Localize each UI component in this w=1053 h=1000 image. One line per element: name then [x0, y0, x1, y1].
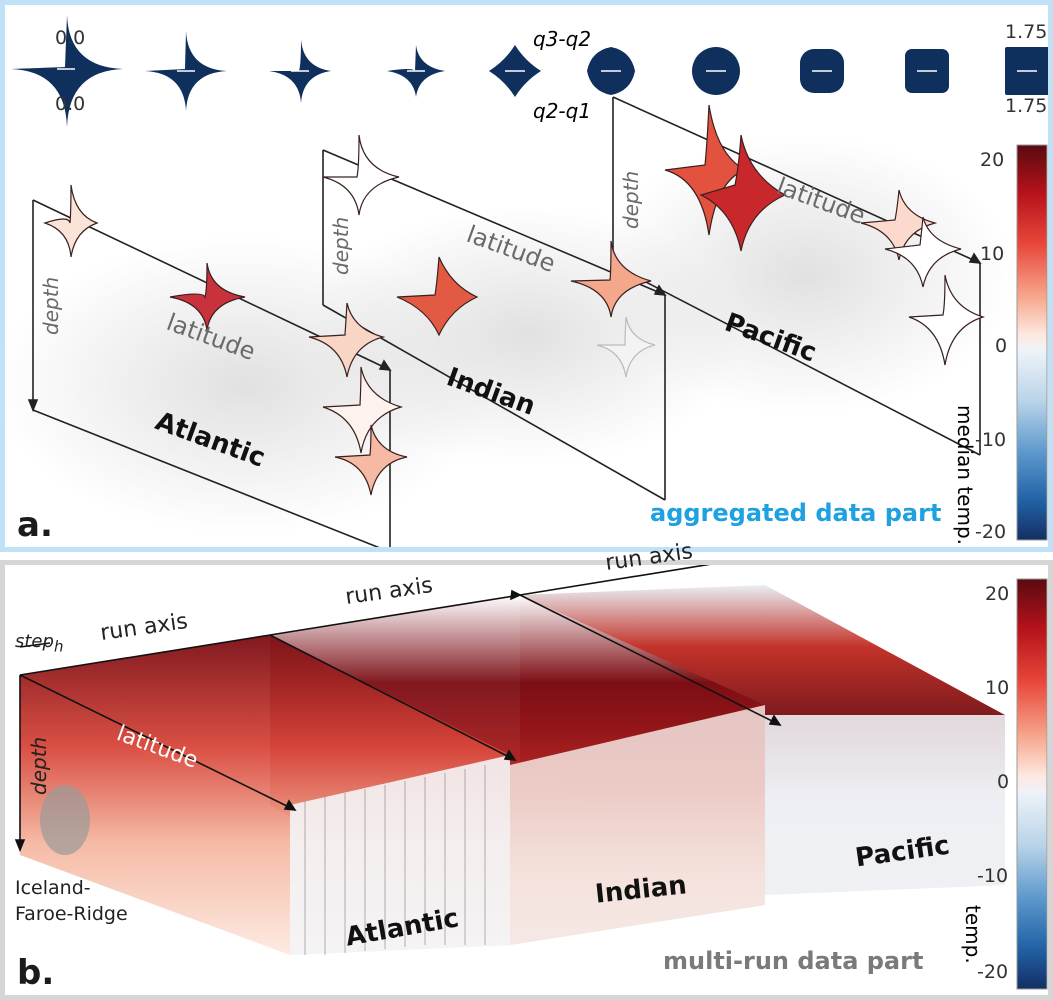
caption-a: aggregated data part [650, 499, 942, 527]
caption-b: multi-run data part [663, 947, 924, 975]
data-glyphs [43, 104, 986, 496]
glyph-pacific-5 [908, 274, 986, 366]
legend-bottom-left: 0.0 [55, 93, 86, 115]
colorbar-b [1016, 578, 1048, 990]
annotation-line1: Iceland- [15, 877, 91, 899]
colorbar-b-tick-0: 0 [997, 771, 1010, 793]
axis-depth-atlantic: depth [39, 276, 63, 335]
axis-step-text: step [15, 631, 54, 652]
colorbar-b-label: temp. [961, 905, 985, 964]
colorbar-b-tick-10: 10 [985, 677, 1010, 699]
glyph-indian-1 [322, 134, 400, 216]
colorbar-a-tick-0: 0 [995, 335, 1008, 357]
glyph-atlantic-4 [322, 366, 404, 454]
colorbar-b-tick-20: 20 [985, 583, 1010, 605]
legend-q-bottom: q2-q1 [533, 99, 592, 123]
colorbar-a-tick-neg10: -10 [975, 429, 1007, 451]
axis-depth-indian: depth [329, 216, 353, 275]
legend-glyph-row [11, 15, 1048, 127]
glyph-pacific-3 [860, 189, 938, 261]
axes-b [14, 565, 782, 853]
panel-letter-b: b. [17, 953, 55, 993]
glyph-atlantic-5 [334, 424, 408, 496]
panel-a-figure [5, 15, 1048, 547]
glyph-indian-4 [596, 316, 656, 378]
glyph-pacific-4 [884, 216, 962, 288]
colorbar-a-tick-10: 10 [980, 243, 1005, 265]
grid-lines [304, 765, 486, 955]
legend-bottom-right: 1.75 [1005, 95, 1048, 117]
glyph-atlantic-1 [43, 184, 99, 258]
panel-a: 0.0 0.0 1.75 1.75 q3-q2 q2-q1 latitude l… [0, 0, 1053, 552]
colorbar-a [1016, 144, 1048, 541]
colorbar-b-tick-neg20: -20 [977, 961, 1009, 983]
legend-top-right: 1.75 [1005, 21, 1048, 43]
legend-top-left: 0.0 [55, 27, 86, 49]
panel-b: steph run axis run axis run axis latitud… [0, 539, 1053, 1000]
volume-blocks [20, 585, 1005, 955]
colorbar-a-tick-20: 20 [980, 149, 1005, 171]
glyph-atlantic-2 [169, 262, 246, 331]
colorbar-a-label: median temp. [953, 405, 977, 546]
glyph-pacific-2 [699, 134, 787, 252]
legend-q-top: q3-q2 [533, 27, 592, 51]
axis-step-subscript: h [53, 637, 64, 656]
glyph-shape-1 [11, 15, 123, 127]
glyph-indian-2 [396, 256, 479, 337]
glyph-atlantic-3 [308, 302, 386, 378]
colorbar-b-tick-neg10: -10 [977, 865, 1009, 887]
slab-shading [5, 135, 1015, 535]
glyph-indian-3 [570, 240, 652, 318]
panel-letter-a: a. [17, 505, 53, 545]
panel-b-figure [14, 565, 1048, 990]
colorbar-a-tick-neg20: -20 [975, 521, 1007, 543]
axis-step: steph [15, 631, 63, 656]
annotation-line2: Faroe-Ridge [15, 903, 128, 925]
axis-depth-b: depth [27, 736, 51, 795]
axis-depth-pacific: depth [619, 170, 643, 229]
